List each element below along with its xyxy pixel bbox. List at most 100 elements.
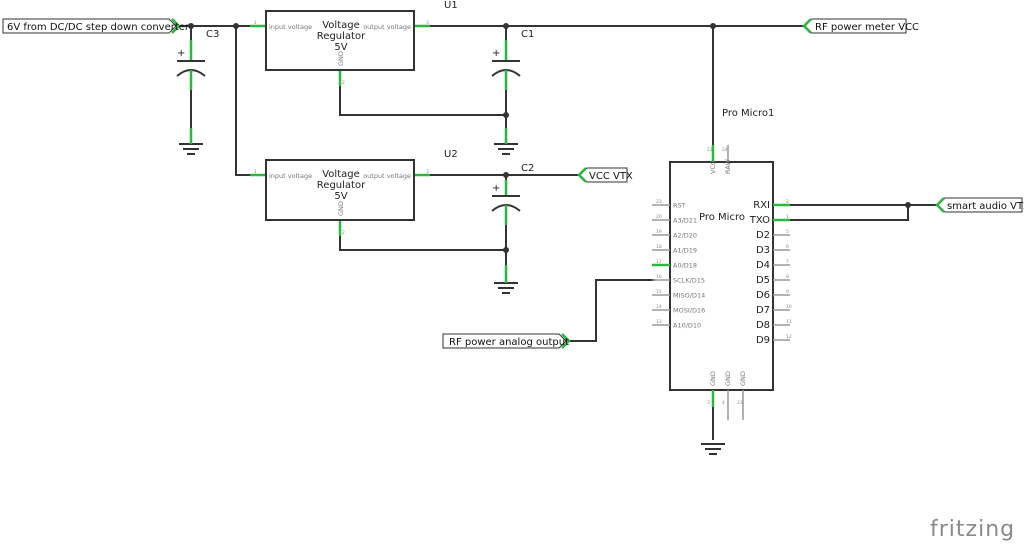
- pin-number: 15: [656, 289, 662, 295]
- pin-number: 10: [786, 304, 792, 310]
- port-label: RF power meter VCC: [815, 22, 919, 33]
- capacitor-ref-c2: C2: [521, 163, 534, 174]
- port-label: RF power analog output: [449, 337, 569, 348]
- pin-label: VCC: [709, 160, 717, 174]
- pin-number: 21: [707, 147, 713, 153]
- pin-label: GND: [724, 371, 732, 386]
- ground-symbol: [701, 443, 725, 455]
- pin-label: GND: [709, 371, 717, 386]
- voltage-regulator-u1[interactable]: input voltage output voltage GND Voltage…: [250, 0, 458, 86]
- regulator-ref-u2: U2: [444, 149, 458, 160]
- pin-number: 5: [786, 229, 789, 235]
- pin-label: D8: [756, 320, 770, 331]
- pin-number: 17: [656, 259, 662, 265]
- pin-number: 12: [786, 334, 792, 340]
- pin-number: 6: [786, 244, 789, 250]
- junction-dot: [503, 247, 509, 253]
- wires: [180, 25, 938, 440]
- pro-micro-pins: RST22A3/D2120A2/D2019A1/D1918A0/D1817SCL…: [652, 145, 792, 420]
- pin-label: SCLK/D15: [673, 277, 705, 285]
- junction-dot: [233, 23, 239, 29]
- pin-label: MOSI/D16: [673, 307, 705, 315]
- pin-label: D2: [756, 230, 770, 241]
- pro-micro-name: Pro Micro: [699, 212, 745, 223]
- pin-label: D5: [756, 275, 770, 286]
- voltage-regulator-u2[interactable]: input voltage output voltage GND Voltage…: [250, 149, 458, 236]
- pro-micro-ref: Pro Micro1: [722, 108, 774, 119]
- pin-label: D9: [756, 335, 770, 346]
- pin-label: A0/D18: [673, 262, 697, 270]
- pin-label: MISO/D14: [673, 292, 705, 300]
- input-voltage-label: input voltage: [269, 172, 312, 180]
- pin-number: 2: [786, 199, 789, 205]
- regulator-title-line2: Regulator: [317, 31, 366, 42]
- regulator-title-line3: 5V: [334, 191, 347, 202]
- capacitor-c2[interactable]: + C2: [491, 163, 534, 225]
- regulator-title: Voltage: [322, 20, 360, 31]
- regulator-ref-u1: U1: [444, 0, 458, 11]
- capacitor-ref-c1: C1: [521, 29, 534, 40]
- pin-number: 23: [737, 400, 743, 406]
- output-voltage-label: output voltage: [363, 23, 411, 31]
- pin-label: RST: [673, 202, 686, 210]
- port-vcc-vtx[interactable]: VCC VTX: [577, 167, 633, 183]
- ground-symbol: [179, 128, 203, 155]
- gnd-pin-label: GND: [337, 201, 345, 216]
- pin-label: A1/D19: [673, 247, 697, 255]
- port-rf-meter-vcc[interactable]: RF power meter VCC: [802, 18, 919, 34]
- pin-label: A3/D21: [673, 217, 697, 225]
- capacitor-c1[interactable]: + C1: [491, 29, 534, 90]
- junction-dots: [188, 23, 911, 253]
- pin-number: 2: [342, 80, 345, 86]
- port-rf-analog-output[interactable]: RF power analog output: [442, 333, 571, 349]
- junction-dot: [710, 23, 716, 29]
- pin-label: RAW: [724, 159, 732, 174]
- pin-number: 3: [426, 169, 429, 175]
- pin-number: 3: [426, 20, 429, 26]
- pin-label: GND: [739, 371, 747, 386]
- gnd-pin-label: GND: [337, 51, 345, 66]
- ground-symbol: [494, 265, 518, 294]
- ground-symbol: [494, 128, 518, 155]
- capacitor-c3[interactable]: + C3: [176, 29, 219, 90]
- pin-label: A10/D10: [673, 322, 701, 330]
- pin-label: TXO: [749, 215, 770, 226]
- regulator-title-line3: 5V: [334, 42, 347, 53]
- pin-label: A2/D20: [673, 232, 697, 240]
- fritzing-logo: fritzing: [930, 517, 1015, 542]
- pin-number: 16: [656, 274, 662, 280]
- pin-number: 13: [656, 319, 662, 325]
- pin-number: 22: [656, 199, 662, 205]
- pin-number: 20: [656, 214, 662, 220]
- port-smart-audio[interactable]: smart audio VTX: [935, 197, 1024, 213]
- pin-number: 2: [342, 230, 345, 236]
- pin-number: 3: [707, 400, 710, 406]
- pin-number: 14: [656, 304, 662, 310]
- pin-label: D3: [756, 245, 770, 256]
- junction-dot: [503, 112, 509, 118]
- regulator-title: Voltage: [322, 169, 360, 180]
- pin-number: 19: [656, 229, 662, 235]
- junction-dot: [188, 23, 194, 29]
- pin-number: 1: [254, 20, 257, 26]
- capacitor-plus-sign: +: [177, 48, 185, 59]
- input-voltage-label: input voltage: [269, 23, 312, 31]
- pin-number: 9: [786, 289, 789, 295]
- junction-dot: [503, 172, 509, 178]
- pin-number: 1: [254, 169, 257, 175]
- port-label: VCC VTX: [589, 171, 633, 182]
- capacitor-ref-c3: C3: [206, 29, 219, 40]
- pin-number: 11: [786, 319, 792, 325]
- output-voltage-label: output voltage: [363, 172, 411, 180]
- pin-number: 7: [786, 259, 789, 265]
- port-input-6v[interactable]: 6V from DC/DC step down converter: [2, 18, 190, 34]
- regulator-title-line2: Regulator: [317, 180, 366, 191]
- port-label: smart audio VTX: [947, 201, 1024, 212]
- junction-dot: [503, 23, 509, 29]
- port-label: 6V from DC/DC step down converter: [7, 22, 190, 33]
- pin-label: RXI: [753, 200, 770, 211]
- pin-number: 8: [786, 274, 789, 280]
- capacitor-plus-sign: +: [492, 183, 500, 194]
- capacitor-plus-sign: +: [492, 48, 500, 59]
